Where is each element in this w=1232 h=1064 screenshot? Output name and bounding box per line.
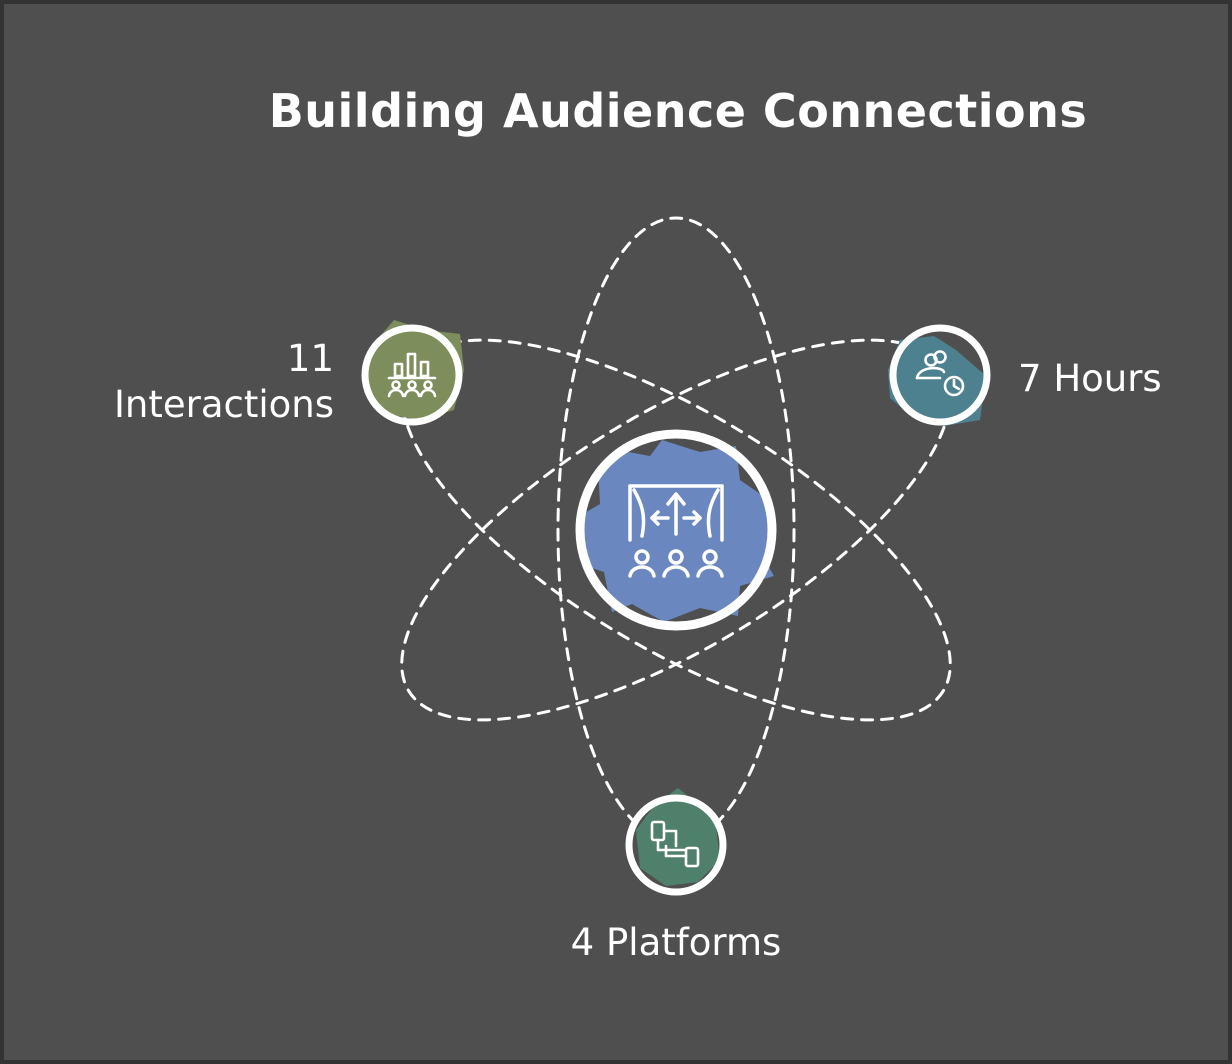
platforms-ring [625,794,727,896]
platforms-text: Platforms [605,921,782,964]
hours-value: 7 [1018,357,1042,400]
diagram-title: Building Audience Connections [268,84,1088,138]
platforms-label: 4 Platforms [476,920,876,966]
interactions-text: Interactions [113,383,334,426]
interactions-ring [361,324,463,426]
node-interactions [361,320,464,426]
interactions-label: 11 Interactions [114,336,334,428]
devices-network-icon [650,820,700,868]
orbit-vertical [556,216,796,844]
stage-audience-icon [628,484,724,578]
hours-text: Hours [1053,357,1162,400]
hours-ring [889,324,991,426]
user-clock-icon [915,350,965,397]
platforms-value: 4 [570,921,595,964]
node-platforms [625,788,727,896]
hours-blob [888,336,986,426]
audience-chart-icon [387,352,437,398]
node-hours [888,324,991,426]
hours-label: 7 Hours [1018,356,1162,402]
center-ring [575,429,777,631]
interactions-value: 11 [286,337,334,380]
center-node [575,429,777,631]
